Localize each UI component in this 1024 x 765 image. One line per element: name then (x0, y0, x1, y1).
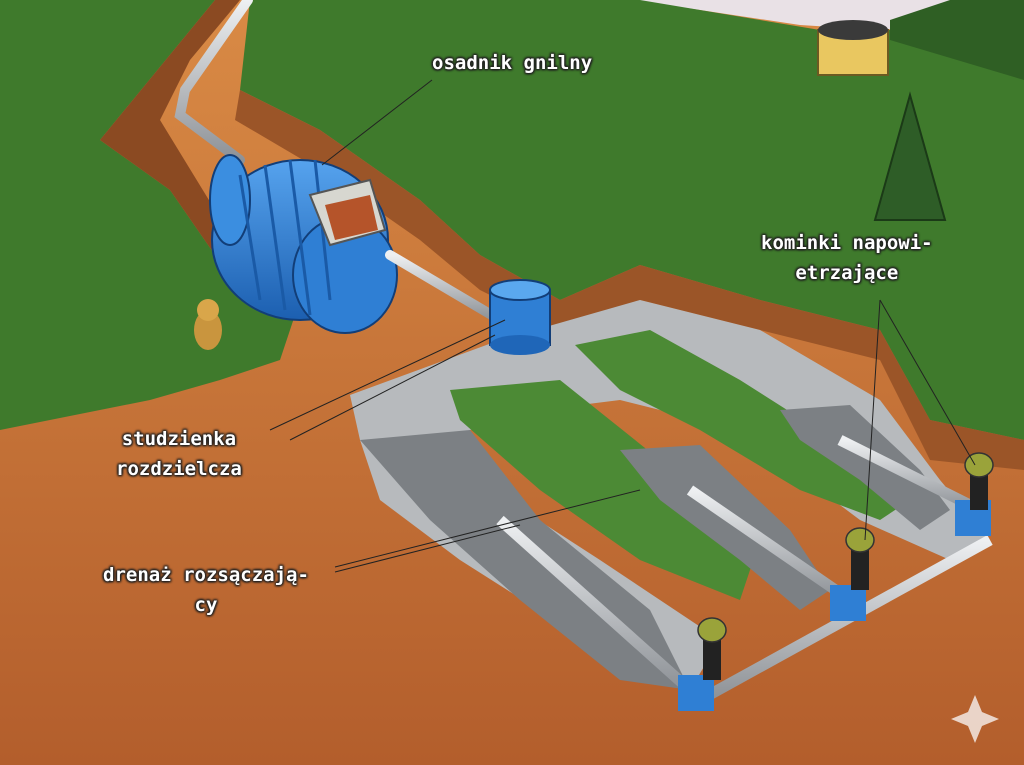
label-vent-pipes-line-2: etrzające (795, 262, 899, 284)
trench-wall-left (100, 0, 300, 300)
outlet-pipe (385, 250, 505, 325)
drain-pipe-3 (837, 435, 983, 515)
trench-wall-right (235, 90, 1024, 470)
label-septic-tank: osadnik gnilny (432, 48, 592, 78)
vent-stack-1 (697, 617, 727, 680)
background-well (817, 20, 889, 76)
grass-strip-2 (575, 330, 910, 520)
hedge (890, 0, 1024, 80)
fitting-1 (678, 675, 714, 711)
drain-pipe-1 (496, 515, 694, 695)
lawn-right (240, 0, 1024, 440)
dog-icon (194, 299, 222, 350)
sparkle-icon (951, 695, 999, 743)
fitting-2 (830, 585, 866, 621)
vent-stack-2 (845, 527, 875, 590)
label-drainage-line-1: drenaż rozsączają- (103, 564, 309, 586)
label-drainage: drenaż rozsączają- cy (103, 560, 309, 620)
label-distribution-well-line-1: studzienka (121, 428, 237, 450)
label-vent-pipes-line-1: kominki napowi- (761, 232, 933, 254)
septic-tank (209, 154, 398, 334)
tree-icon (873, 91, 947, 221)
gravel-trench-3 (780, 405, 950, 530)
grass-strip-1 (450, 380, 760, 600)
label-septic-tank-text: osadnik gnilny (432, 52, 593, 74)
gravel-trench-1 (360, 430, 690, 690)
label-distribution-well: studzienka rozdzielcza (116, 424, 242, 484)
label-distribution-well-line-2: rozdzielcza (116, 458, 242, 480)
distribution-well (489, 279, 551, 355)
drain-pipe-2 (686, 485, 854, 605)
leader-lines (269, 79, 976, 573)
inlet-pipe (174, 0, 253, 165)
gravel-trench-2 (620, 445, 830, 610)
label-vent-pipes: kominki napowi- etrzające (761, 228, 933, 288)
label-drainage-line-2: cy (194, 594, 218, 616)
lawn-left (0, 0, 300, 430)
